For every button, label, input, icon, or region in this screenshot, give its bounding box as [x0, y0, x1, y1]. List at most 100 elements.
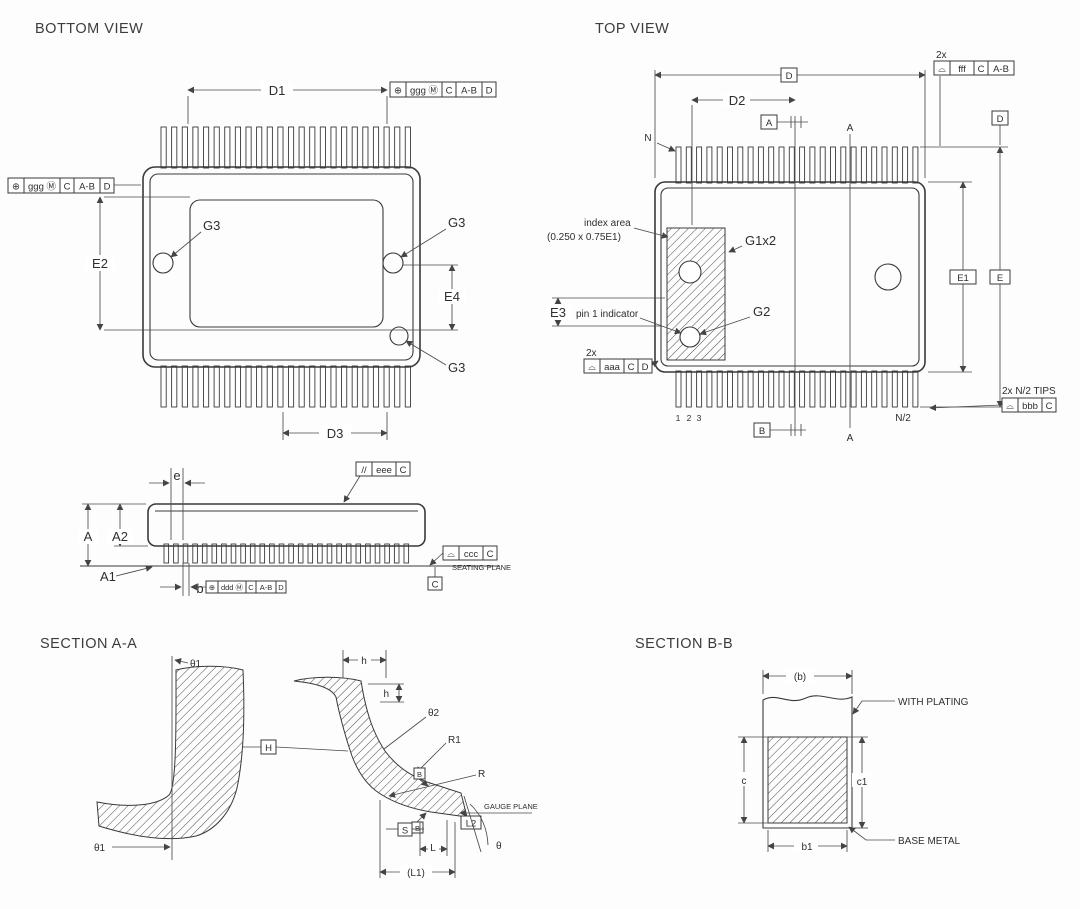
tv-datum-d-right: D	[991, 110, 1009, 145]
tv-fcf-aaa-sym: ⌓	[588, 362, 596, 373]
bv-g3-bottom-label: G3	[448, 360, 465, 375]
bv-e4-label: E4	[444, 289, 460, 304]
tv-fcf-bbb-tol: bbb	[1022, 401, 1038, 412]
saa-dim-h-top: h	[342, 650, 387, 678]
tv-n-label: N	[644, 133, 651, 144]
tv-pin1-note: pin 1 indicator	[576, 309, 682, 335]
sv-datum-c-label: C	[432, 580, 439, 591]
tv-section-a-top-label: A	[847, 123, 854, 134]
bv-g3-left-label: G3	[203, 218, 220, 233]
saa-gauge-plane-label: GAUGE PLANE	[484, 802, 538, 811]
saa-theta1-top-label: θ1	[190, 659, 202, 670]
title-bottom-view: BOTTOM VIEW	[35, 21, 143, 37]
tv-g2-callout: G2	[699, 304, 770, 336]
bv-fcf-ggg-left-ref1: C	[64, 182, 71, 193]
title-section-bb: SECTION B-B	[635, 636, 733, 652]
sbb-base-metal-label: BASE METAL	[898, 836, 960, 847]
sv-dim-e: e	[149, 468, 205, 540]
top-view: D D2 A B A A N index area (0.250 x 0.75E…	[545, 50, 1057, 444]
tv-fcf-fff-ref1: C	[978, 64, 985, 75]
saa-dim-l1: (L1)	[379, 800, 456, 879]
tv-hole-right	[874, 263, 902, 291]
sbb-b-label: (b)	[794, 672, 806, 683]
saa-theta1-top: θ1	[174, 658, 202, 670]
tv-datum-b-label: B	[759, 426, 765, 437]
sv-fcf-eee: // eee C	[343, 461, 411, 503]
bottom-view: D1 D3 E2 E4 G3 G3 G3 ⊕ ggg Ⓜ	[7, 81, 497, 441]
sv-fcf-ccc-tol: ccc	[464, 549, 479, 560]
sv-fcf-eee-tol: eee	[376, 465, 392, 476]
tv-index-area-label: index area	[584, 218, 631, 229]
saa-datum-s: S	[386, 822, 424, 837]
sv-e-label: e	[173, 468, 180, 483]
tv-pin1-label: pin 1 indicator	[576, 309, 639, 320]
bv-g3-right: G3	[400, 215, 465, 258]
sbb-dim-c1: c1	[847, 736, 872, 829]
saa-r1-label: R1	[448, 735, 461, 746]
bv-d3-label: D3	[327, 426, 344, 441]
tv-n-callout: N	[644, 133, 676, 152]
bv-fcf-ggg-left: ⊕ ggg Ⓜ C A-B D	[7, 177, 141, 194]
tv-index-area-note: index area (0.250 x 0.75E1)	[547, 218, 669, 243]
sv-fcf-ddd-tol: ddd Ⓜ	[221, 583, 244, 592]
tv-fcf-fff-tol: fff	[958, 64, 966, 75]
bv-fcf-ggg-left-tol: ggg Ⓜ	[28, 182, 56, 193]
tv-g2-label: G2	[753, 304, 770, 319]
bv-e2-label: E2	[92, 256, 108, 271]
bv-fcf-ggg-left-ref2: A-B	[79, 182, 95, 193]
saa-h-top-label: h	[361, 656, 367, 667]
tv-fcf-bbb: 2x N/2 TIPS ⌓ bbb C	[929, 386, 1057, 413]
sv-datum-c: C	[427, 567, 443, 591]
saa-gauge-plane: GAUGE PLANE	[459, 802, 538, 817]
saa-r-callout: R	[388, 769, 485, 798]
tv-n2-label: N/2	[895, 413, 911, 424]
sv-fcf-ddd-sym: ⊕	[209, 583, 215, 592]
tv-section-a-bottom-label: A	[847, 433, 854, 444]
sbb-c1-label: c1	[857, 777, 868, 788]
saa-dim-l: L	[419, 820, 448, 856]
tv-dim-d2: D2	[691, 93, 796, 225]
bv-package-inner-outline	[149, 173, 414, 361]
tv-hole-upper	[678, 260, 702, 284]
tv-e1-label: E1	[957, 273, 969, 284]
tv-fcf-aaa: 2x ⌓ aaa C D	[583, 348, 659, 374]
tv-fcf-aaa-ref2: D	[642, 362, 649, 373]
bv-hole-left	[152, 252, 174, 274]
sv-fcf-ccc: ⌓ ccc C	[429, 545, 498, 566]
sbb-dim-b1: b1	[767, 830, 848, 853]
bv-fcf-ggg-left-sym: ⊕	[12, 182, 20, 193]
sv-fcf-ccc-sym: ⌓	[447, 549, 455, 560]
tv-fcf-bbb-sym: ⌓	[1006, 401, 1014, 412]
side-view: A A2 A1 e b ⊕ ddd Ⓜ C A-B D	[78, 461, 511, 596]
bv-pins-bottom	[160, 365, 411, 408]
saa-theta-label: θ	[496, 841, 502, 852]
sv-dim-a: A	[78, 503, 146, 567]
saa-lead-right	[293, 676, 468, 818]
bv-fcf-ggg-left-ref3: D	[104, 182, 111, 193]
saa-l1-label: (L1)	[407, 868, 425, 879]
tv-pin-number-2: 2	[687, 413, 692, 423]
sv-b-label: b	[196, 581, 203, 596]
tv-fcf-fff-sym: ⌓	[938, 64, 946, 75]
tv-dim-e1: E1	[928, 181, 977, 373]
tv-package-inner-outline	[660, 187, 920, 367]
tv-datum-a-top: A	[760, 114, 808, 130]
bv-g3-bottom: G3	[405, 340, 465, 375]
saa-datum-h: H	[243, 739, 349, 755]
saa-datum-b-upper: B	[413, 767, 429, 787]
tv-pin1-indicator-hole	[679, 326, 701, 348]
sbb-with-plating-label: WITH PLATING	[898, 697, 969, 708]
sbb-dim-c: c	[737, 736, 768, 824]
title-top-view: TOP VIEW	[595, 21, 669, 37]
bv-hole-bottom-right	[389, 326, 409, 346]
sv-fcf-eee-sym: //	[361, 465, 367, 476]
sbb-c-label: c	[742, 776, 747, 787]
tv-tips-note: 2x N/2 TIPS	[1002, 386, 1056, 397]
sbb-dim-b: (b)	[762, 669, 853, 694]
title-section-aa: SECTION A-A	[40, 636, 137, 652]
saa-theta2: θ2	[383, 708, 440, 750]
sbb-base-metal	[767, 736, 848, 824]
tv-package-outline	[654, 181, 926, 373]
bv-dim-d1: D1	[187, 82, 388, 124]
